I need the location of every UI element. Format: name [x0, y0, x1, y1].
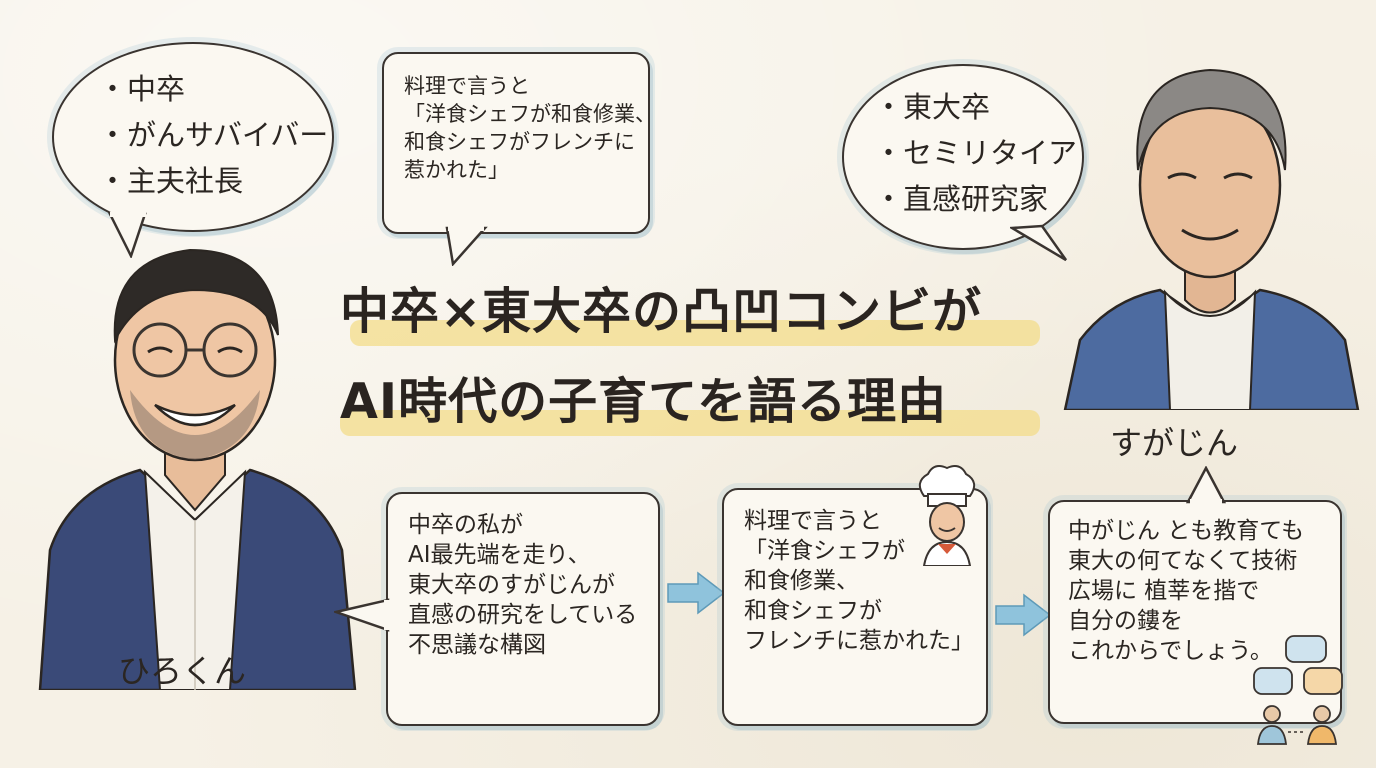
discussion-icon — [1253, 635, 1343, 745]
box-line: 料理で言うと — [744, 508, 882, 534]
sugajin-name: すがじん — [1110, 424, 1239, 462]
speech-line: 和食シェフがフレンチに — [404, 130, 635, 154]
story-box-1: 中卒の私が AI最先端を走り、 東大卒のすがじんが 直感の研究をしている 不思議… — [386, 492, 660, 726]
box-line: 和食修業、 — [744, 568, 859, 594]
chef-icon — [918, 465, 976, 566]
box-line: 不思議な構図 — [408, 632, 546, 658]
profile-item: ・がんサバイバー — [98, 118, 329, 152]
headline-line2: AI時代の子育てを語る理由 — [340, 373, 948, 430]
sugajin-portrait — [1063, 68, 1360, 410]
speech-line: 料理で言うと — [404, 74, 530, 98]
profile-item: ・直感研究家 — [874, 182, 1049, 216]
box-line: フレンチに惹かれた」 — [744, 628, 974, 654]
box-line: 東大卒のすがじんが — [408, 572, 615, 598]
box-line: 東大の何てなくて技術 — [1068, 548, 1298, 574]
hirokun-portrait — [38, 248, 357, 690]
story-box-3: 中がじん とも教育ても 東大の何てなくて技術 広場に 植莘を揩で 自分の鏤を こ… — [1048, 500, 1342, 724]
bubble-tail — [445, 226, 488, 266]
profile-item: ・東大卒 — [874, 90, 991, 124]
box-line: 広場に 植莘を揩で — [1068, 578, 1260, 604]
profile-item: ・中卒 — [98, 72, 186, 106]
hirokun-name: ひろくん — [118, 652, 247, 690]
box-line: 中がじん とも教育ても — [1068, 518, 1305, 544]
bubble-tail — [334, 598, 390, 632]
headline-highlight — [340, 410, 1040, 436]
headline-highlight — [350, 320, 1040, 346]
profile-item: ・主夫社長 — [98, 164, 244, 198]
box-line: 自分の鏤を — [1068, 608, 1183, 634]
box-line: 直感の研究をしている — [408, 602, 638, 628]
speech-line: 惹かれた」 — [404, 158, 509, 182]
box-line: 中卒の私が — [408, 512, 523, 538]
speech-line: 「洋食シェフが和食修業、 — [404, 102, 656, 126]
headline-line1: 中卒×東大卒の凸凹コンビが — [340, 283, 983, 340]
hirokun-profile-bubble: ・中卒 ・がんサバイバー ・主夫社長 — [52, 42, 334, 232]
bubble-tail — [1010, 224, 1068, 262]
box-line: AI最先端を走り、 — [408, 542, 591, 568]
box-line: 「洋食シェフが — [744, 538, 905, 564]
flow-arrow-icon — [667, 571, 726, 615]
profile-item: ・セミリタイア — [874, 136, 1078, 170]
headline: 中卒×東大卒の凸凹コンビが AI時代の子育てを語る理由 — [340, 280, 1060, 436]
box-line: これからでしょう。 — [1068, 638, 1273, 664]
bubble-tail — [107, 212, 147, 258]
flow-arrow-icon — [995, 593, 1052, 637]
top-speech-box: 料理で言うと 「洋食シェフが和食修業、 和食シェフがフレンチに 惹かれた」 — [382, 52, 656, 234]
box-line: 和食シェフが — [744, 598, 882, 624]
sugajin-profile-bubble: ・東大卒 ・セミリタイア ・直感研究家 — [842, 64, 1084, 250]
bubble-tail — [1186, 466, 1226, 504]
